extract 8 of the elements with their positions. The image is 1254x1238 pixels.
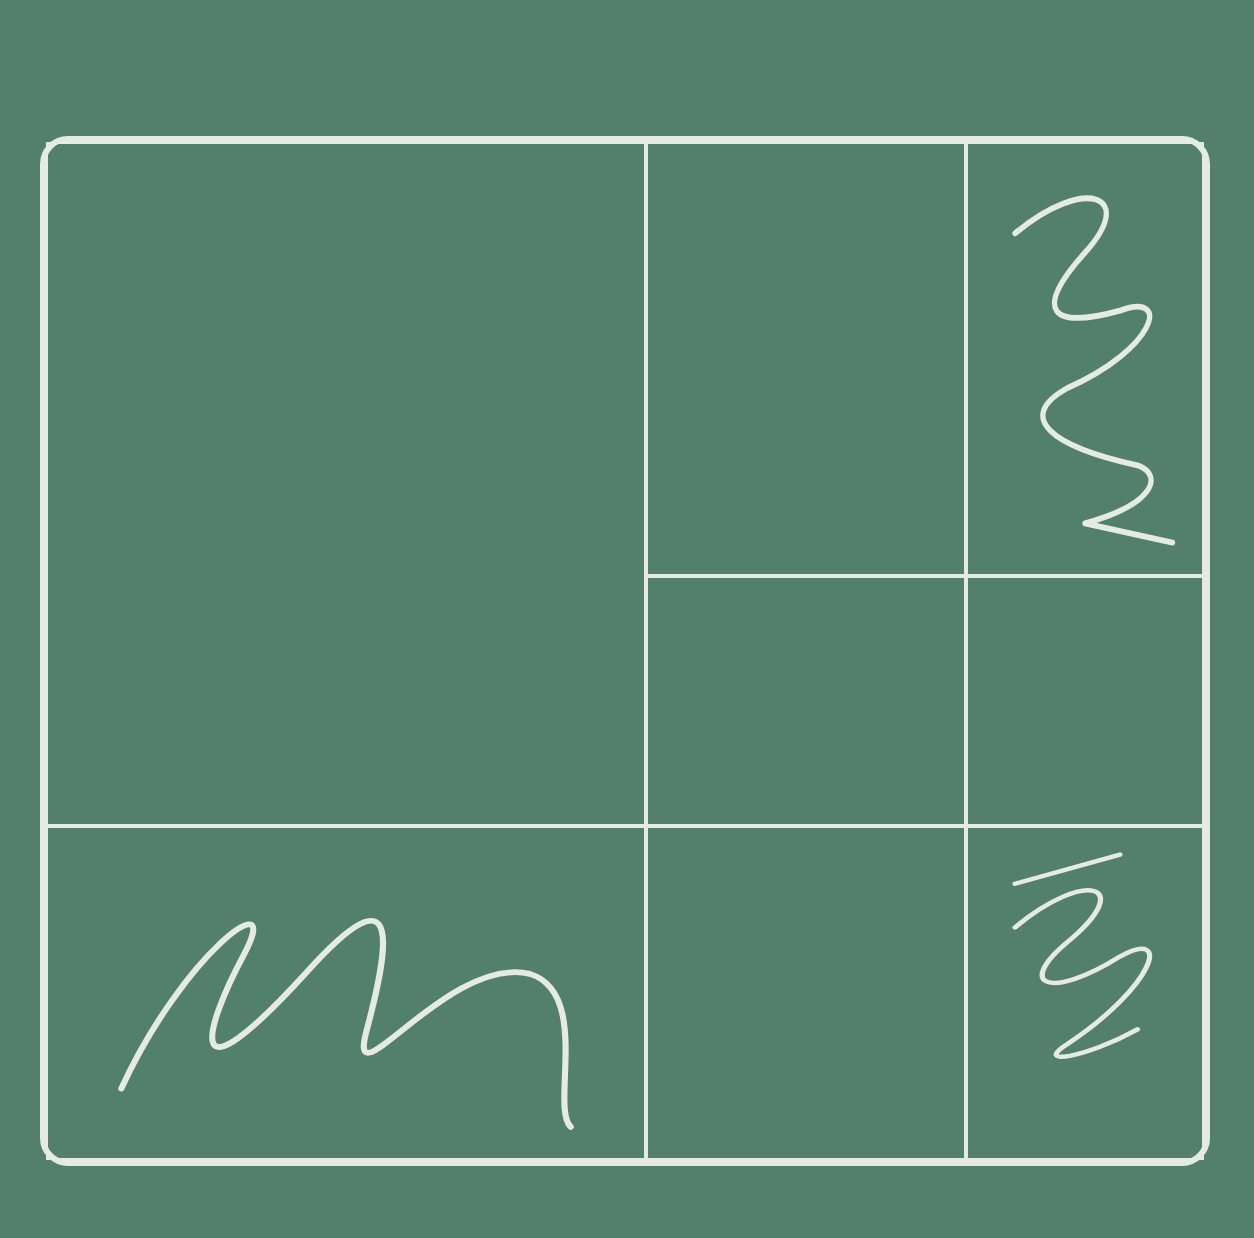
grid-cell (966, 142, 1204, 576)
grid-cell (46, 142, 646, 826)
grid-cell (646, 142, 966, 576)
grid-cell (966, 576, 1204, 826)
grid-cell (646, 826, 966, 1160)
grid-cell (966, 826, 1204, 1160)
grid-cell (646, 576, 966, 826)
grid-frame (40, 136, 1210, 1166)
